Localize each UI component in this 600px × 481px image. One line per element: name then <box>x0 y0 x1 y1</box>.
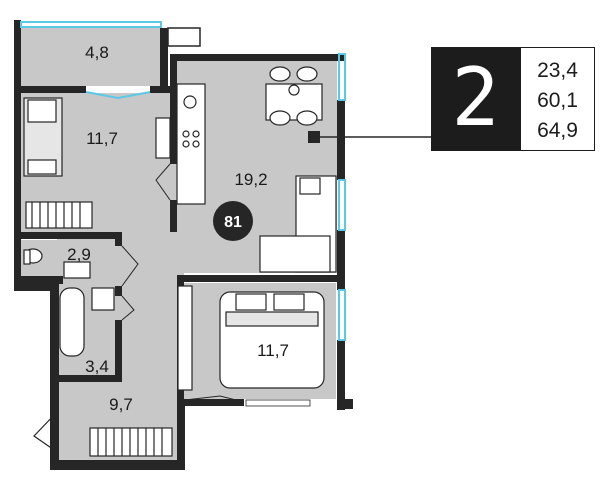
hallway-floor-2 <box>120 232 184 402</box>
room-count: 2 <box>451 51 500 144</box>
entrance-door <box>33 411 58 453</box>
meter-box <box>308 131 320 143</box>
balcony-fixture <box>167 27 201 47</box>
bathtub <box>59 287 85 357</box>
wc-sink <box>63 261 91 279</box>
kitchen-furniture <box>176 66 337 273</box>
room-area-wc: 2,9 <box>67 245 91 264</box>
sanitary-fixtures <box>23 248 115 357</box>
balcony-window <box>20 21 162 28</box>
area-values-box: 23,4 60,1 64,9 <box>520 47 595 151</box>
room-area-hallway: 9,7 <box>109 395 133 414</box>
tv-stand <box>245 399 311 407</box>
room-area-bedroom-2: 11,7 <box>257 341 289 360</box>
bath-sink <box>91 287 115 311</box>
bedroom-2-window <box>338 289 346 341</box>
radiator-hall <box>89 427 173 457</box>
room-area-bedroom-1: 11,7 <box>86 129 118 148</box>
door-swings <box>121 163 245 403</box>
windows <box>20 21 346 341</box>
wardrobe-1 <box>155 117 171 159</box>
room-area-bathroom: 3,4 <box>85 357 109 376</box>
radiator-1 <box>25 201 93 229</box>
kitchen-window <box>338 53 346 101</box>
room-count-box: 2 <box>431 47 520 151</box>
total-area-excl-balcony-value: 60,1 <box>537 89 578 112</box>
living-window <box>338 179 346 231</box>
bedroom-1-furniture <box>23 97 171 229</box>
area-legend: 2 23,4 60,1 64,9 <box>431 47 595 151</box>
bedroom-2-furniture <box>219 291 325 407</box>
hallway-furniture <box>33 285 193 457</box>
walls <box>14 20 353 470</box>
balcony-door-glass <box>85 91 151 100</box>
apartment-number-badge <box>213 201 253 241</box>
wardrobe-hall <box>177 285 193 391</box>
total-area-value: 64,9 <box>537 119 578 142</box>
apartment-number: 81 <box>224 214 242 231</box>
balcony-floor <box>21 28 161 86</box>
room-area-kitchen-living: 19,2 <box>234 170 267 189</box>
living-area-value: 23,4 <box>537 59 578 82</box>
room-area-balcony: 4,8 <box>85 43 109 62</box>
